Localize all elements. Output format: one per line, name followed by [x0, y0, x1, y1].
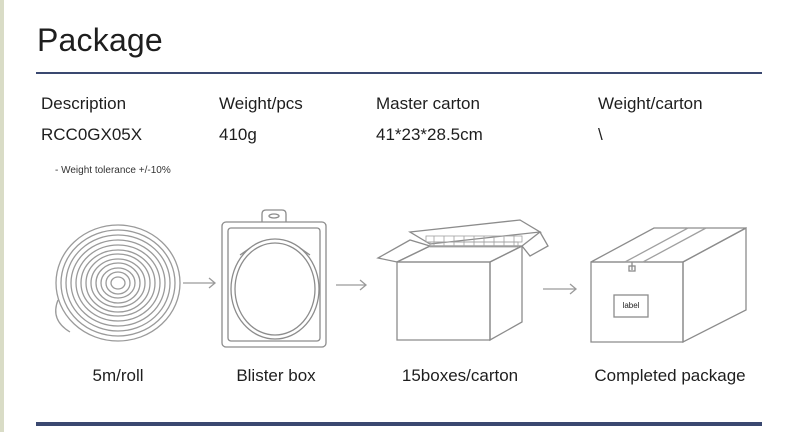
step-caption-roll: 5m/roll [92, 366, 144, 385]
page-title: Package [37, 22, 163, 58]
step-caption-completed: Completed package [594, 366, 746, 385]
value-weight-carton: \ [598, 125, 603, 144]
weight-tolerance-note: - Weight tolerance +/-10% [55, 165, 171, 176]
value-description: RCC0GX05X [41, 125, 143, 144]
step-caption-blister: Blister box [236, 366, 316, 385]
header-weight-pcs: Weight/pcs [219, 94, 303, 113]
open-carton-icon [376, 219, 549, 342]
header-master-carton: Master carton [376, 94, 480, 113]
value-weight-pcs: 410g [219, 125, 257, 144]
value-master-carton: 41*23*28.5cm [376, 125, 483, 144]
carton-label-text: label [622, 301, 640, 310]
arrow-icon [183, 277, 217, 289]
arrow-icon [336, 279, 368, 291]
header-weight-carton: Weight/carton [598, 94, 703, 113]
title-divider [36, 72, 762, 74]
footer-divider [36, 422, 762, 426]
sealed-carton-icon [590, 226, 747, 344]
step-caption-carton: 15boxes/carton [401, 366, 519, 385]
coil-roll-icon [55, 224, 181, 342]
arrow-icon [543, 283, 578, 295]
header-description: Description [41, 94, 127, 113]
left-border [0, 0, 4, 432]
blister-box-icon [221, 209, 327, 348]
